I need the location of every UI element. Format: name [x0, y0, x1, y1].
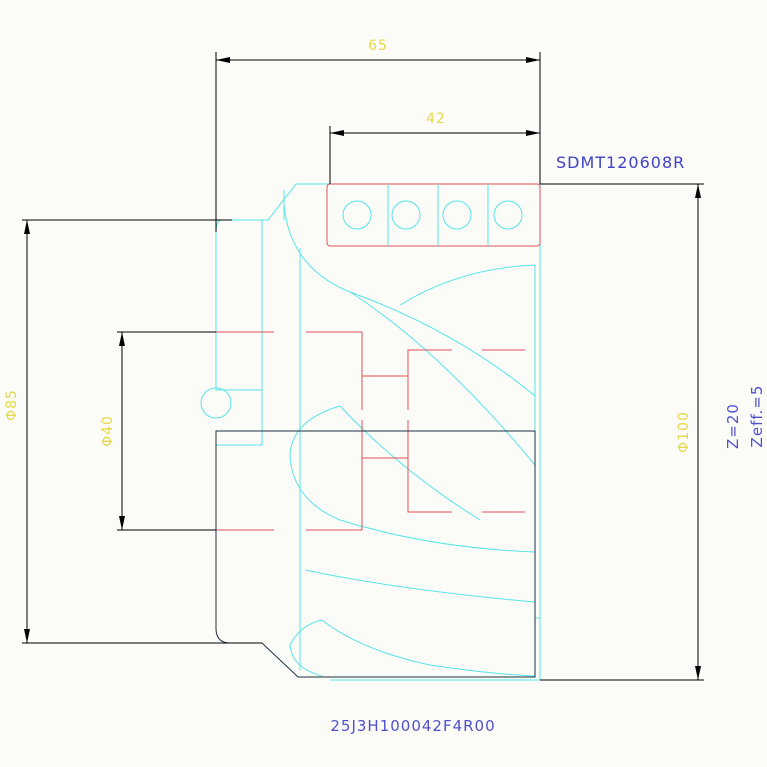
dimension-dia-85-label: Φ85: [4, 389, 20, 421]
dimension-42: 42: [329, 111, 541, 184]
dimension-dia-100: Φ100: [540, 183, 704, 681]
dimension-dia-40: Φ40: [100, 331, 216, 531]
insert-hole: [493, 200, 523, 230]
bore-lines: [216, 331, 525, 531]
dimension-dia-40-label: Φ40: [100, 415, 116, 447]
effective-teeth-label: Zeff.=5: [748, 385, 766, 448]
insert-hole: [442, 200, 472, 230]
section-outline: [215, 430, 536, 678]
cutter-body-outline: [200, 183, 541, 681]
insert-hole: [342, 200, 372, 230]
dimension-dia-85: Φ85: [4, 219, 262, 644]
dimension-65-label: 65: [368, 38, 388, 54]
dimension-dia-100-label: Φ100: [676, 411, 692, 453]
teeth-count-label: Z=20: [724, 403, 742, 449]
dimension-42-label: 42: [426, 111, 446, 127]
part-number-label: 25J3H100042F4R00: [330, 717, 495, 735]
flute-curves: [283, 204, 536, 677]
insert-row: [326, 183, 541, 247]
insert-hole: [391, 200, 421, 230]
insert-code-label: SDMT120608R: [556, 153, 685, 172]
dimension-65: 65: [215, 38, 541, 232]
